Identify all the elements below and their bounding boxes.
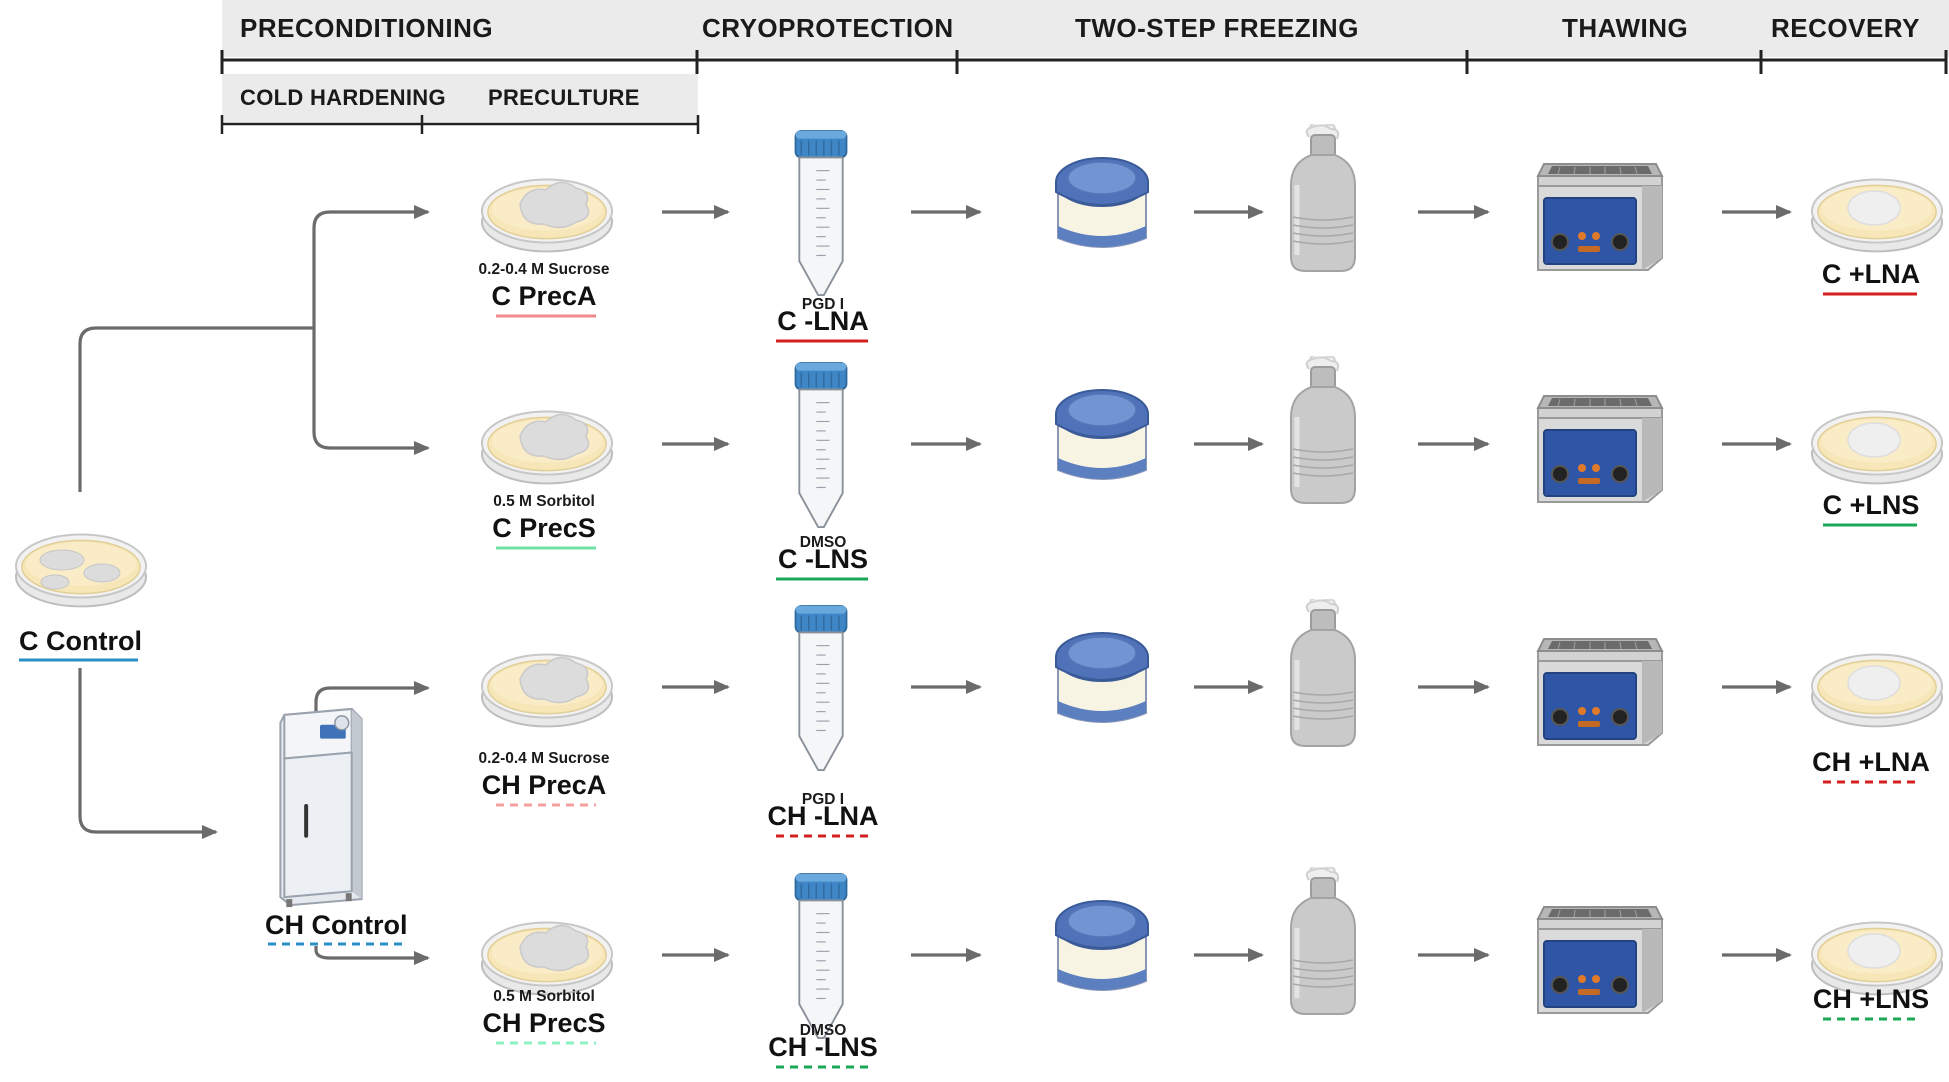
preculture-colony xyxy=(519,656,590,704)
falcon-tube-icon xyxy=(794,873,848,1040)
cryoprotection-treatment-label: C -LNS xyxy=(778,544,868,574)
preculture-colony xyxy=(519,413,590,461)
substage-header-band xyxy=(222,74,698,122)
c-control-colonies xyxy=(39,549,121,590)
recovery-explant xyxy=(1847,422,1901,458)
preculture-colony xyxy=(519,924,590,972)
preculture-medium-label: 0.2-0.4 M Sucrose xyxy=(479,261,610,278)
stage-label-cryoprotection: CRYOPROTECTION xyxy=(702,13,954,43)
recovery-explant xyxy=(1847,933,1901,969)
freezing-container-icon xyxy=(1055,157,1149,248)
liquid-nitrogen-dewar-icon xyxy=(1291,353,1355,503)
freezing-container-icon xyxy=(1055,900,1149,991)
preculture-treatment-label: CH PrecA xyxy=(482,770,607,800)
ch-control-label: CH Control xyxy=(265,910,407,940)
stage-label-thawing: THAWING xyxy=(1562,13,1688,43)
water-bath-icon xyxy=(1537,638,1663,746)
cryoprotectant-label: DMSO xyxy=(800,534,847,551)
falcon-tube-icon xyxy=(794,130,848,297)
c-control-label: C Control xyxy=(19,626,142,656)
stage-label-recovery: RECOVERY xyxy=(1771,13,1920,43)
preculture-treatment-label: CH PrecS xyxy=(482,1008,605,1038)
branch-connectors xyxy=(78,205,430,965)
preculture-medium-label: 0.5 M Sorbitol xyxy=(493,988,595,1005)
recovery-explant xyxy=(1847,190,1901,226)
freezing-container-icon xyxy=(1055,389,1149,480)
water-bath-icon xyxy=(1537,163,1663,271)
liquid-nitrogen-dewar-icon xyxy=(1291,864,1355,1014)
stage-header-band xyxy=(222,0,1949,57)
recovery-treatment-label: CH +LNS xyxy=(1813,984,1929,1014)
preculture-medium-label: 0.5 M Sorbitol xyxy=(493,493,595,510)
stage-label-preconditioning: PRECONDITIONING xyxy=(240,13,493,43)
freezing-container-icon xyxy=(1055,632,1149,723)
preculture-treatment-label: C PrecA xyxy=(491,281,596,311)
preculture-colony xyxy=(519,181,590,229)
cryoprotectant-label: PGD I xyxy=(802,296,844,313)
water-bath-icon xyxy=(1537,395,1663,503)
water-bath-icon xyxy=(1537,906,1663,1014)
substage-label-preculture: PRECULTURE xyxy=(488,85,640,110)
preculture-medium-label: 0.2-0.4 M Sucrose xyxy=(479,750,610,767)
recovery-treatment-label: CH +LNA xyxy=(1812,747,1930,777)
preculture-treatment-label: C PrecS xyxy=(492,513,596,543)
recovery-explant xyxy=(1847,665,1901,701)
liquid-nitrogen-dewar-icon xyxy=(1291,121,1355,271)
substage-timeline xyxy=(220,115,700,134)
cryoprotectant-label: DMSO xyxy=(800,1022,847,1039)
falcon-tube-icon xyxy=(794,605,848,772)
falcon-tube-icon xyxy=(794,362,848,529)
c-control-petri-dish-icon xyxy=(14,533,148,608)
cryoprotection-treatment-label: CH -LNS xyxy=(768,1032,878,1062)
cold-chamber-icon xyxy=(279,707,363,909)
liquid-nitrogen-dewar-icon xyxy=(1291,596,1355,746)
cryoprotectant-label: PGD I xyxy=(802,791,844,808)
recovery-treatment-label: C +LNA xyxy=(1822,259,1920,289)
stage-label-two-step-freezing: TWO-STEP FREEZING xyxy=(1075,13,1359,43)
substage-label-cold-hardening: COLD HARDENING xyxy=(240,85,446,110)
cryoprotection-treatment-label: CH -LNA xyxy=(768,801,879,831)
stage-timeline xyxy=(220,50,1948,74)
cryoprotection-treatment-label: C -LNA xyxy=(777,306,868,336)
recovery-treatment-label: C +LNS xyxy=(1823,490,1920,520)
